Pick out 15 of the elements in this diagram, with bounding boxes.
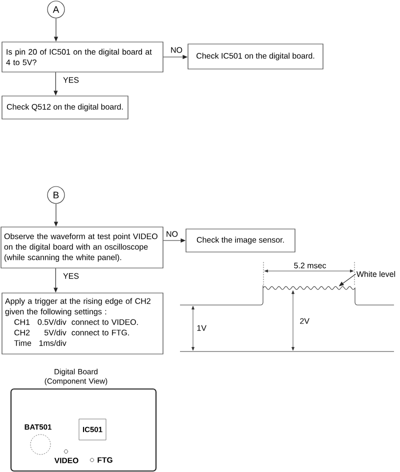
question-box: Observe the waveform at test point VIDEO on the digital board with an oscilloscope (while scanning the white panel). (0, 226, 164, 268)
dimension-label: 2V (300, 318, 310, 324)
process-box: Check Q512 on the digital board. (2, 96, 128, 120)
dimension-label: 1V (197, 325, 206, 331)
edge-label: YES (63, 273, 79, 279)
process-box: Check IC501 on the digital board. (188, 44, 324, 70)
process-box: Check the image sensor. (186, 228, 296, 252)
edge-label: YES (63, 77, 79, 83)
edge-label: NO (171, 47, 182, 53)
waveform (180, 285, 394, 306)
edge-label: NO (166, 231, 178, 237)
callout-text: White level (356, 271, 396, 277)
question-box: Is pin 20 of IC501 on the digital board at 4 to 5V? (2, 42, 164, 72)
process-box: Apply a trigger at the rising edge of CH2 given the following settings : CH1 0.5V/div connect to VIDEO. CH2 5V/div connect to FTG. Time 1ms/div (2, 292, 164, 354)
dimension-label: 5.2 msec (294, 262, 326, 268)
